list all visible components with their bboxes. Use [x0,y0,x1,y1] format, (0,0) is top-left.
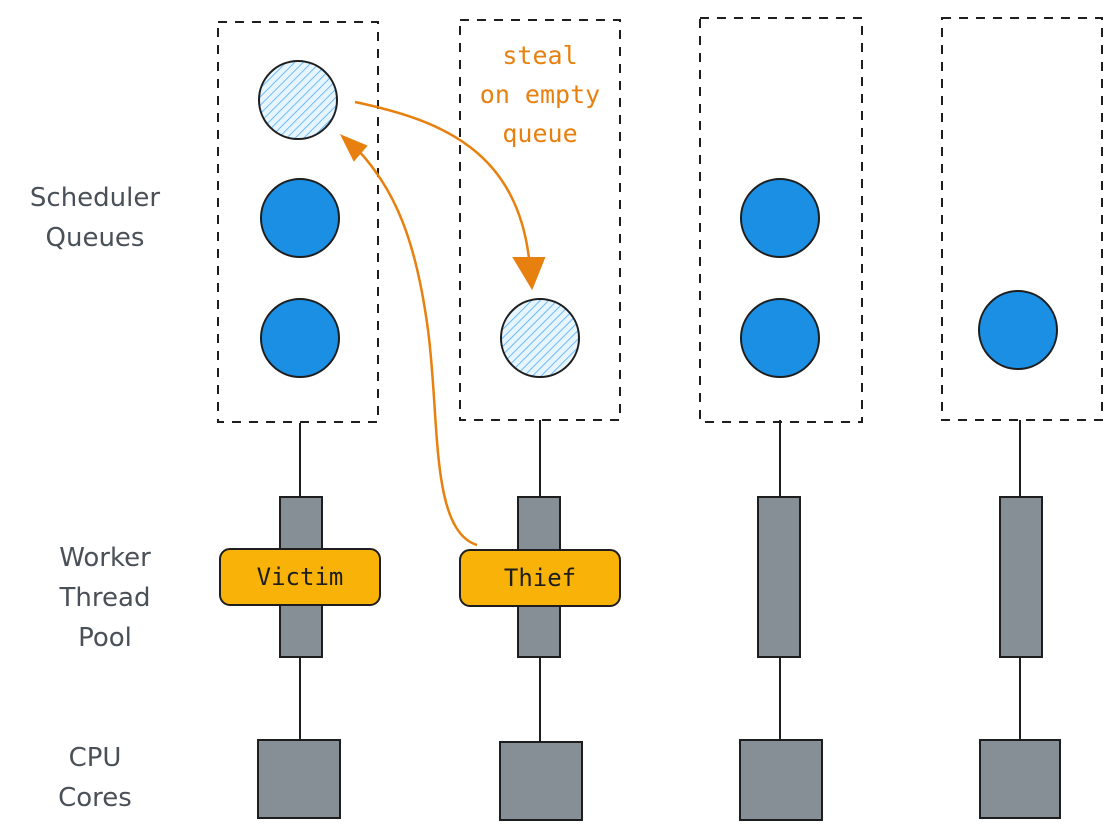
cpu-core [739,739,823,821]
worker-thread [757,496,801,658]
cpu-cores-label: CPU Cores [58,743,132,813]
thief-tag-box [459,549,621,607]
column-1 [217,21,379,819]
task [740,178,820,258]
worker-thread-pool-label: Worker Thread Pool [59,543,151,653]
thief-label: Thief [503,564,577,592]
victim-label: Victim [256,563,344,591]
task [260,178,340,258]
cpu-core [979,739,1061,819]
cpu-core [257,739,341,819]
scheduler-queue [941,17,1103,421]
worker-thread [999,496,1043,658]
column-3 [699,17,863,821]
steal-arrow [354,100,546,291]
scheduler-queue [699,17,863,423]
scheduler-queues-label: Scheduler Queues [29,183,161,253]
scheduler-queue [217,21,379,423]
stolen-task [500,298,580,378]
cpu-core [499,741,583,821]
column-4 [941,17,1103,819]
thief-to-victim-arrow [339,134,478,547]
task [260,298,340,378]
steal-annotation: steal on empty queue [479,41,601,148]
victim-tag-box [219,548,381,606]
scheduler-queue [459,19,621,421]
task [740,298,820,378]
stolen-task [258,60,338,140]
task [978,290,1058,370]
